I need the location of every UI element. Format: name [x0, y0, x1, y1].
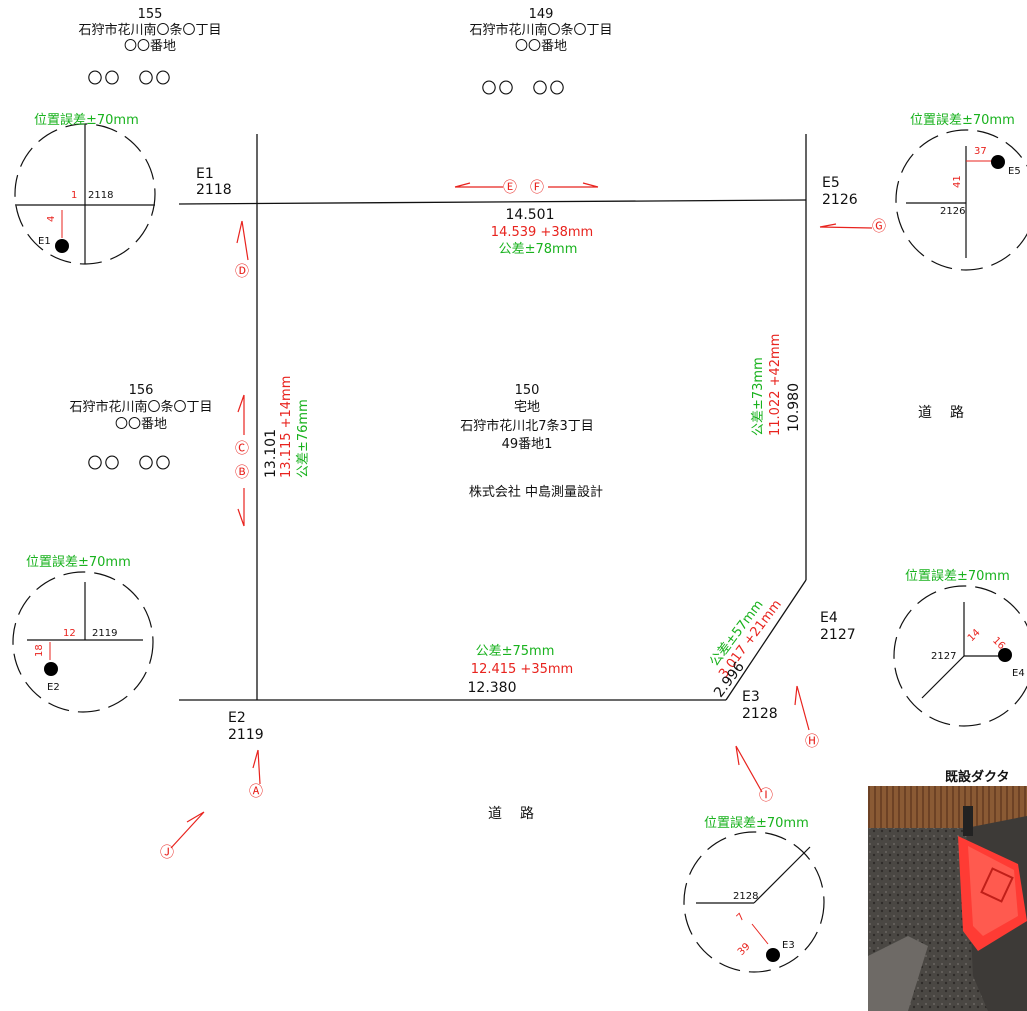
- left-edge-design: 13.101: [263, 429, 279, 478]
- point-E2-code: 2119: [228, 727, 264, 743]
- detail-E4-code: 2127: [931, 651, 957, 662]
- detail-E3-code: 2128: [733, 891, 759, 902]
- parcel-149-number: 149: [528, 7, 554, 22]
- top-edge-measured: 14.539 +38mm: [490, 225, 594, 240]
- photo-arrows: [170, 182, 873, 849]
- parcel-155-address: 石狩市花川南〇条〇丁目: [78, 23, 222, 38]
- photo-marker-g: Ⓖ: [872, 219, 886, 235]
- parcel-150-lot: 49番地1: [501, 437, 553, 452]
- photo-title: 既設ダクタ: [945, 770, 1010, 785]
- parcel-149-owner: 〇〇 〇〇: [481, 79, 567, 97]
- point-marker-E4: [998, 648, 1012, 662]
- parcel-156-lot: 〇〇番地: [114, 417, 168, 432]
- detail-E1-dy: 4: [46, 215, 57, 222]
- right-edge-tolerance: 公差±73mm: [751, 357, 766, 436]
- point-E5-code: 2126: [822, 192, 858, 208]
- parcel-156-owner: 〇〇 〇〇: [87, 454, 173, 472]
- point-E4-code: 2127: [820, 627, 856, 643]
- detail-E5-name: E5: [1008, 166, 1021, 177]
- detail-label-E5: 位置誤差±70mm: [910, 113, 1015, 128]
- parcel-150-use: 宅地: [513, 400, 541, 415]
- photo-marker-e: Ⓔ: [503, 180, 517, 196]
- detail-E5-dx: 37: [974, 146, 987, 157]
- duct-photo-image: [868, 786, 1027, 1011]
- parcel-150-address: 石狩市花川北7条3丁目: [460, 419, 594, 434]
- detail-E2-dy: 18: [34, 644, 45, 657]
- detail-E2-dx: 12: [63, 628, 76, 639]
- detail-E1-code: 2118: [88, 190, 114, 201]
- detail-circle-E1: [14, 123, 156, 265]
- detail-label-E2: 位置誤差±70mm: [26, 555, 131, 570]
- parcel-149-address: 石狩市花川南〇条〇丁目: [469, 23, 613, 38]
- photo-marker-h: Ⓗ: [805, 734, 819, 750]
- company-name: 株式会社 中島測量設計: [468, 485, 604, 500]
- detail-label-E1: 位置誤差±70mm: [34, 113, 139, 128]
- point-E1-code: 2118: [196, 182, 232, 198]
- photo-marker-i: Ⓘ: [759, 788, 773, 804]
- detail-circle-E2: [12, 571, 154, 713]
- parcel-boundary: [178, 134, 807, 701]
- point-E1-name: E1: [196, 166, 214, 182]
- detail-E4-name: E4: [1012, 668, 1025, 679]
- detail-E5-dy: 41: [952, 175, 963, 188]
- duct-photo: [868, 786, 1027, 1011]
- point-E3-name: E3: [742, 689, 760, 705]
- right-edge-measured: 11.022 +42mm: [768, 333, 783, 436]
- bottom-edge-measured: 12.415 +35mm: [470, 662, 574, 677]
- point-marker-E3: [766, 948, 780, 962]
- point-E4-name: E4: [820, 610, 838, 626]
- left-edge-measured: 13.115 +14mm: [279, 375, 294, 478]
- right-edge-design: 10.980: [786, 383, 802, 432]
- road-label-east: 道 路: [918, 405, 966, 421]
- detail-E2-name: E2: [47, 682, 60, 693]
- detail-E1-name: E1: [38, 236, 51, 247]
- photo-marker-b: Ⓑ: [235, 465, 249, 481]
- left-edge-tolerance: 公差±76mm: [296, 399, 311, 478]
- photo-marker-c: Ⓒ: [235, 441, 249, 457]
- road-label-south: 道 路: [488, 806, 536, 822]
- point-E2-name: E2: [228, 710, 246, 726]
- bottom-edge-tolerance: 公差±75mm: [475, 644, 555, 659]
- point-E3-code: 2128: [742, 706, 778, 722]
- bottom-edge-design: 12.380: [467, 680, 517, 696]
- detail-E2-code: 2119: [92, 628, 118, 639]
- detail-circle-E3: [683, 831, 825, 973]
- point-E5-name: E5: [822, 175, 840, 191]
- photo-marker-f: Ⓕ: [530, 180, 544, 196]
- point-marker-E1: [55, 239, 69, 253]
- detail-circle-E4: [893, 585, 1027, 727]
- detail-label-E4: 位置誤差±70mm: [905, 569, 1010, 584]
- photo-marker-d: Ⓓ: [235, 264, 249, 280]
- point-marker-E5: [991, 155, 1005, 169]
- photo-marker-j: Ⓙ: [160, 845, 174, 861]
- detail-E1-dx: 1: [71, 190, 78, 201]
- parcel-156-address: 石狩市花川南〇条〇丁目: [69, 400, 213, 415]
- photo-marker-a: Ⓐ: [249, 784, 263, 800]
- detail-E5-code: 2126: [940, 206, 966, 217]
- parcel-156-number: 156: [128, 383, 154, 398]
- detail-label-E3: 位置誤差±70mm: [704, 816, 809, 831]
- point-marker-E2: [44, 662, 58, 676]
- parcel-155-number: 155: [137, 7, 163, 22]
- top-edge-tolerance: 公差±78mm: [498, 242, 578, 257]
- detail-circle-E5: [895, 129, 1027, 271]
- detail-E3-name: E3: [782, 940, 795, 951]
- top-edge-design: 14.501: [505, 207, 555, 223]
- parcel-155-owner: 〇〇 〇〇: [87, 69, 173, 87]
- parcel-149-lot: 〇〇番地: [514, 39, 568, 54]
- parcel-150-number: 150: [514, 383, 540, 398]
- parcel-155-lot: 〇〇番地: [123, 39, 177, 54]
